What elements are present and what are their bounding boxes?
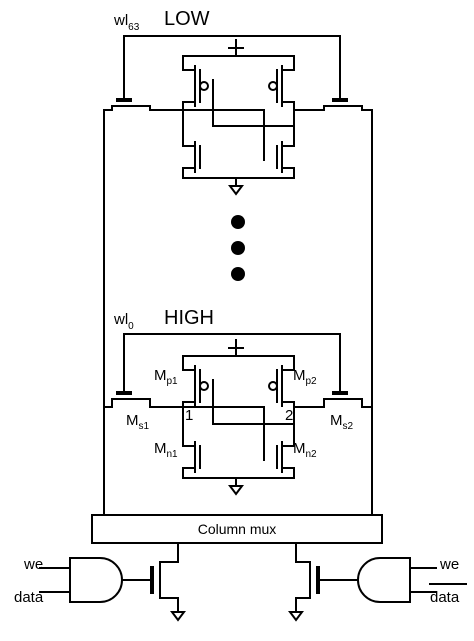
ground-left — [170, 611, 186, 622]
pull-up-pmos-pair-top — [182, 39, 295, 107]
wordline-63-label: wl63 — [113, 12, 140, 33]
column-mux-label: Column mux — [198, 521, 277, 537]
pull-up-pmos-pair-bottom — [182, 339, 295, 407]
mp1-label: Mp1 — [154, 367, 178, 387]
wordline-0-label: wl0 — [113, 311, 134, 332]
pull-down-nmos-pair-top — [182, 141, 295, 195]
node-1-label: 1 — [185, 407, 193, 424]
ms1-label: Ms1 — [126, 412, 150, 432]
bottom-sram-cell: wl0 HIGH 1 2 Mp1 Mp2 Mn1 Mn2 Ms1 Ms2 — [111, 307, 363, 495]
column-mux-block: Column mux — [91, 514, 383, 544]
left-write-driver: we data — [14, 542, 186, 622]
node-2-label: 2 — [285, 407, 293, 424]
mn1-label: Mn1 — [154, 440, 178, 460]
we-right-label: we — [439, 556, 459, 573]
ms2-label: Ms2 — [330, 412, 354, 432]
mp2-label: Mp2 — [293, 367, 317, 387]
right-write-driver: we data — [288, 542, 467, 622]
we-left-label: we — [23, 556, 43, 573]
ground-right — [288, 611, 304, 622]
continuation-dots — [231, 215, 245, 281]
and-gate-right — [357, 557, 411, 603]
bottom-cell-state-label: HIGH — [164, 307, 214, 329]
top-cell-state-label: LOW — [164, 8, 210, 30]
pull-down-nmos-pair-bottom — [182, 441, 295, 495]
and-gate-left — [69, 557, 123, 603]
mn2-label: Mn2 — [293, 440, 317, 460]
top-sram-cell: wl63 LOW — [111, 8, 363, 195]
data-left-label: data — [14, 589, 44, 606]
data-bar-right-label: data — [430, 589, 460, 606]
